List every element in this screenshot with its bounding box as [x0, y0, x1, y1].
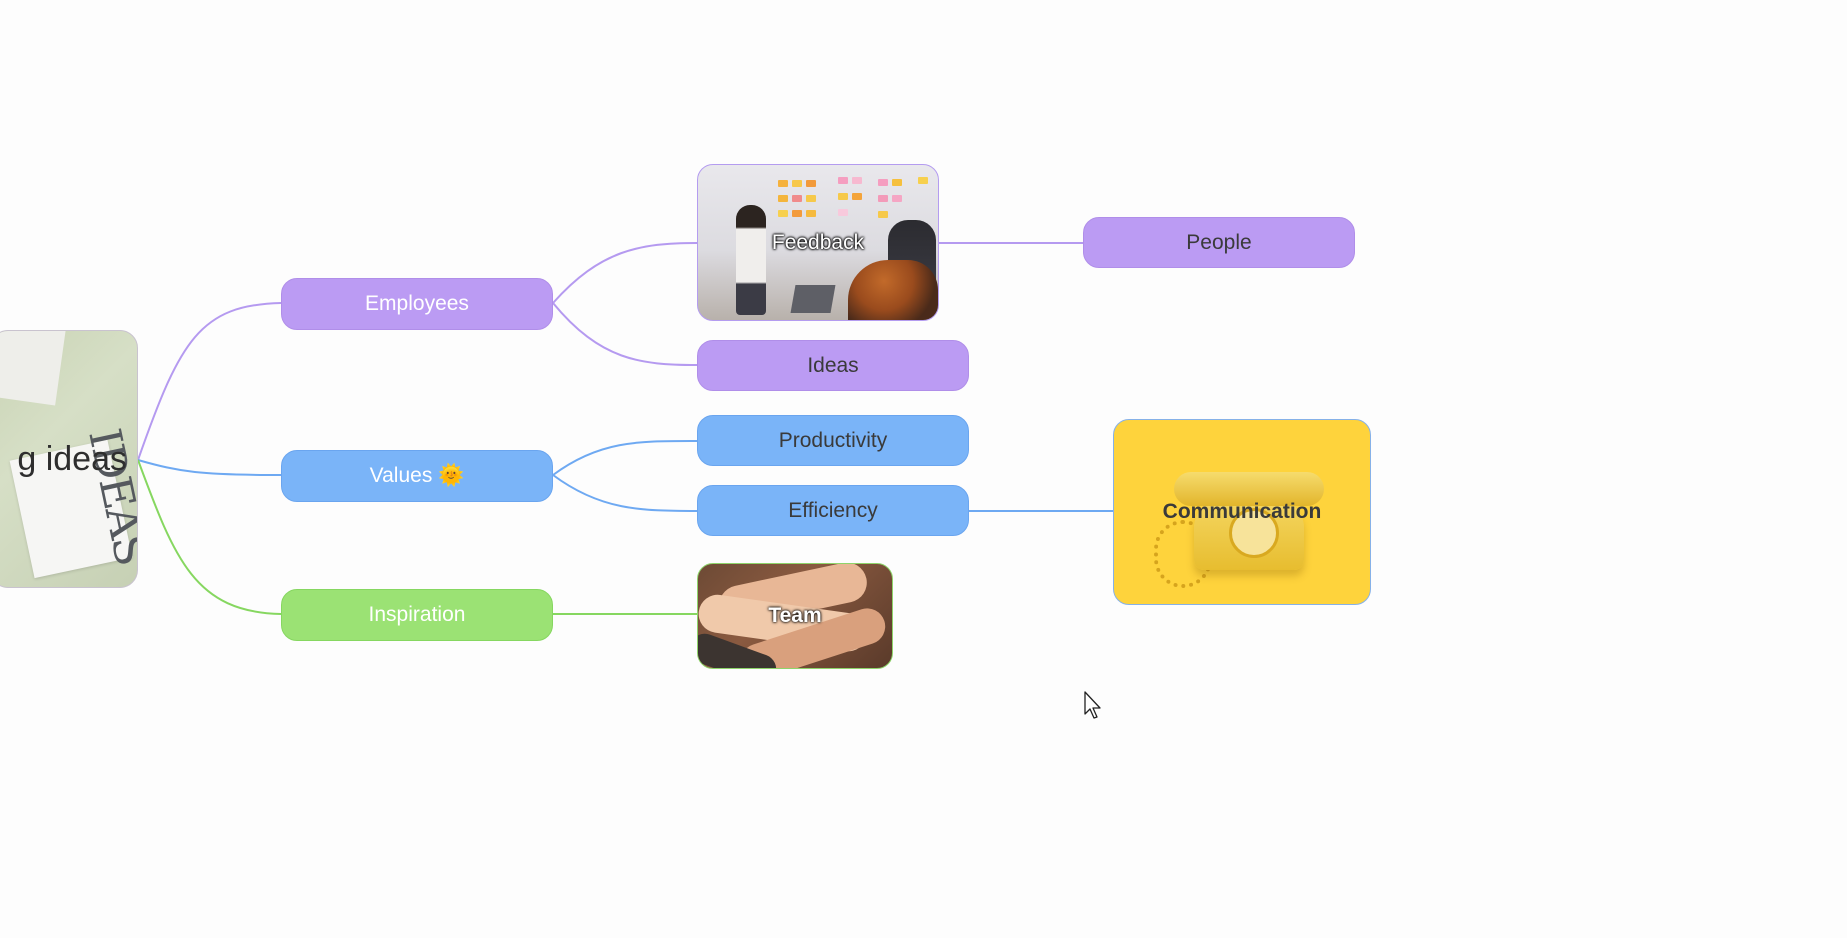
branch-values[interactable]: Values 🌞: [281, 450, 553, 502]
link-values-productivity: [552, 439, 698, 476]
branch-employees-label: Employees: [365, 292, 469, 315]
communication-image-handset: [1174, 472, 1324, 506]
feedback-image-person: [848, 260, 938, 320]
branch-employees[interactable]: Employees: [281, 278, 553, 330]
root-label: g ideas: [17, 439, 127, 478]
branch-inspiration[interactable]: Inspiration: [281, 589, 553, 641]
feedback-image-presenter: [736, 205, 766, 315]
link-root-inspiration: [137, 459, 282, 615]
link-employees-ideas: [552, 302, 698, 366]
root-node[interactable]: IDEAS g ideas: [0, 330, 138, 588]
node-efficiency[interactable]: Efficiency: [697, 485, 969, 536]
node-productivity-label: Productivity: [778, 428, 888, 452]
node-team[interactable]: Team: [697, 563, 893, 669]
node-people[interactable]: People: [1083, 217, 1355, 268]
node-communication-label: Communication: [1162, 500, 1322, 523]
node-productivity[interactable]: Productivity: [697, 415, 969, 466]
branch-values-label: Values 🌞: [369, 464, 465, 487]
node-feedback-label: Feedback: [771, 230, 865, 254]
node-ideas[interactable]: Ideas: [697, 340, 969, 391]
branch-inspiration-label: Inspiration: [368, 603, 466, 626]
node-efficiency-label: Efficiency: [788, 498, 878, 522]
node-people-label: People: [1186, 230, 1252, 254]
node-communication[interactable]: Communication: [1113, 419, 1371, 605]
node-ideas-label: Ideas: [807, 353, 859, 377]
feedback-image-board: [778, 175, 928, 235]
feedback-image-laptop: [790, 285, 836, 313]
node-team-label: Team: [768, 604, 822, 627]
link-employees-feedback: [552, 242, 698, 304]
link-root-values: [137, 459, 282, 476]
node-feedback[interactable]: Feedback: [697, 164, 939, 321]
link-root-employees: [137, 302, 282, 461]
root-image-paper: [0, 331, 67, 406]
link-values-efficiency: [552, 474, 698, 512]
communication-image-dial: [1229, 508, 1279, 558]
mouse-cursor-icon: [1084, 691, 1101, 719]
